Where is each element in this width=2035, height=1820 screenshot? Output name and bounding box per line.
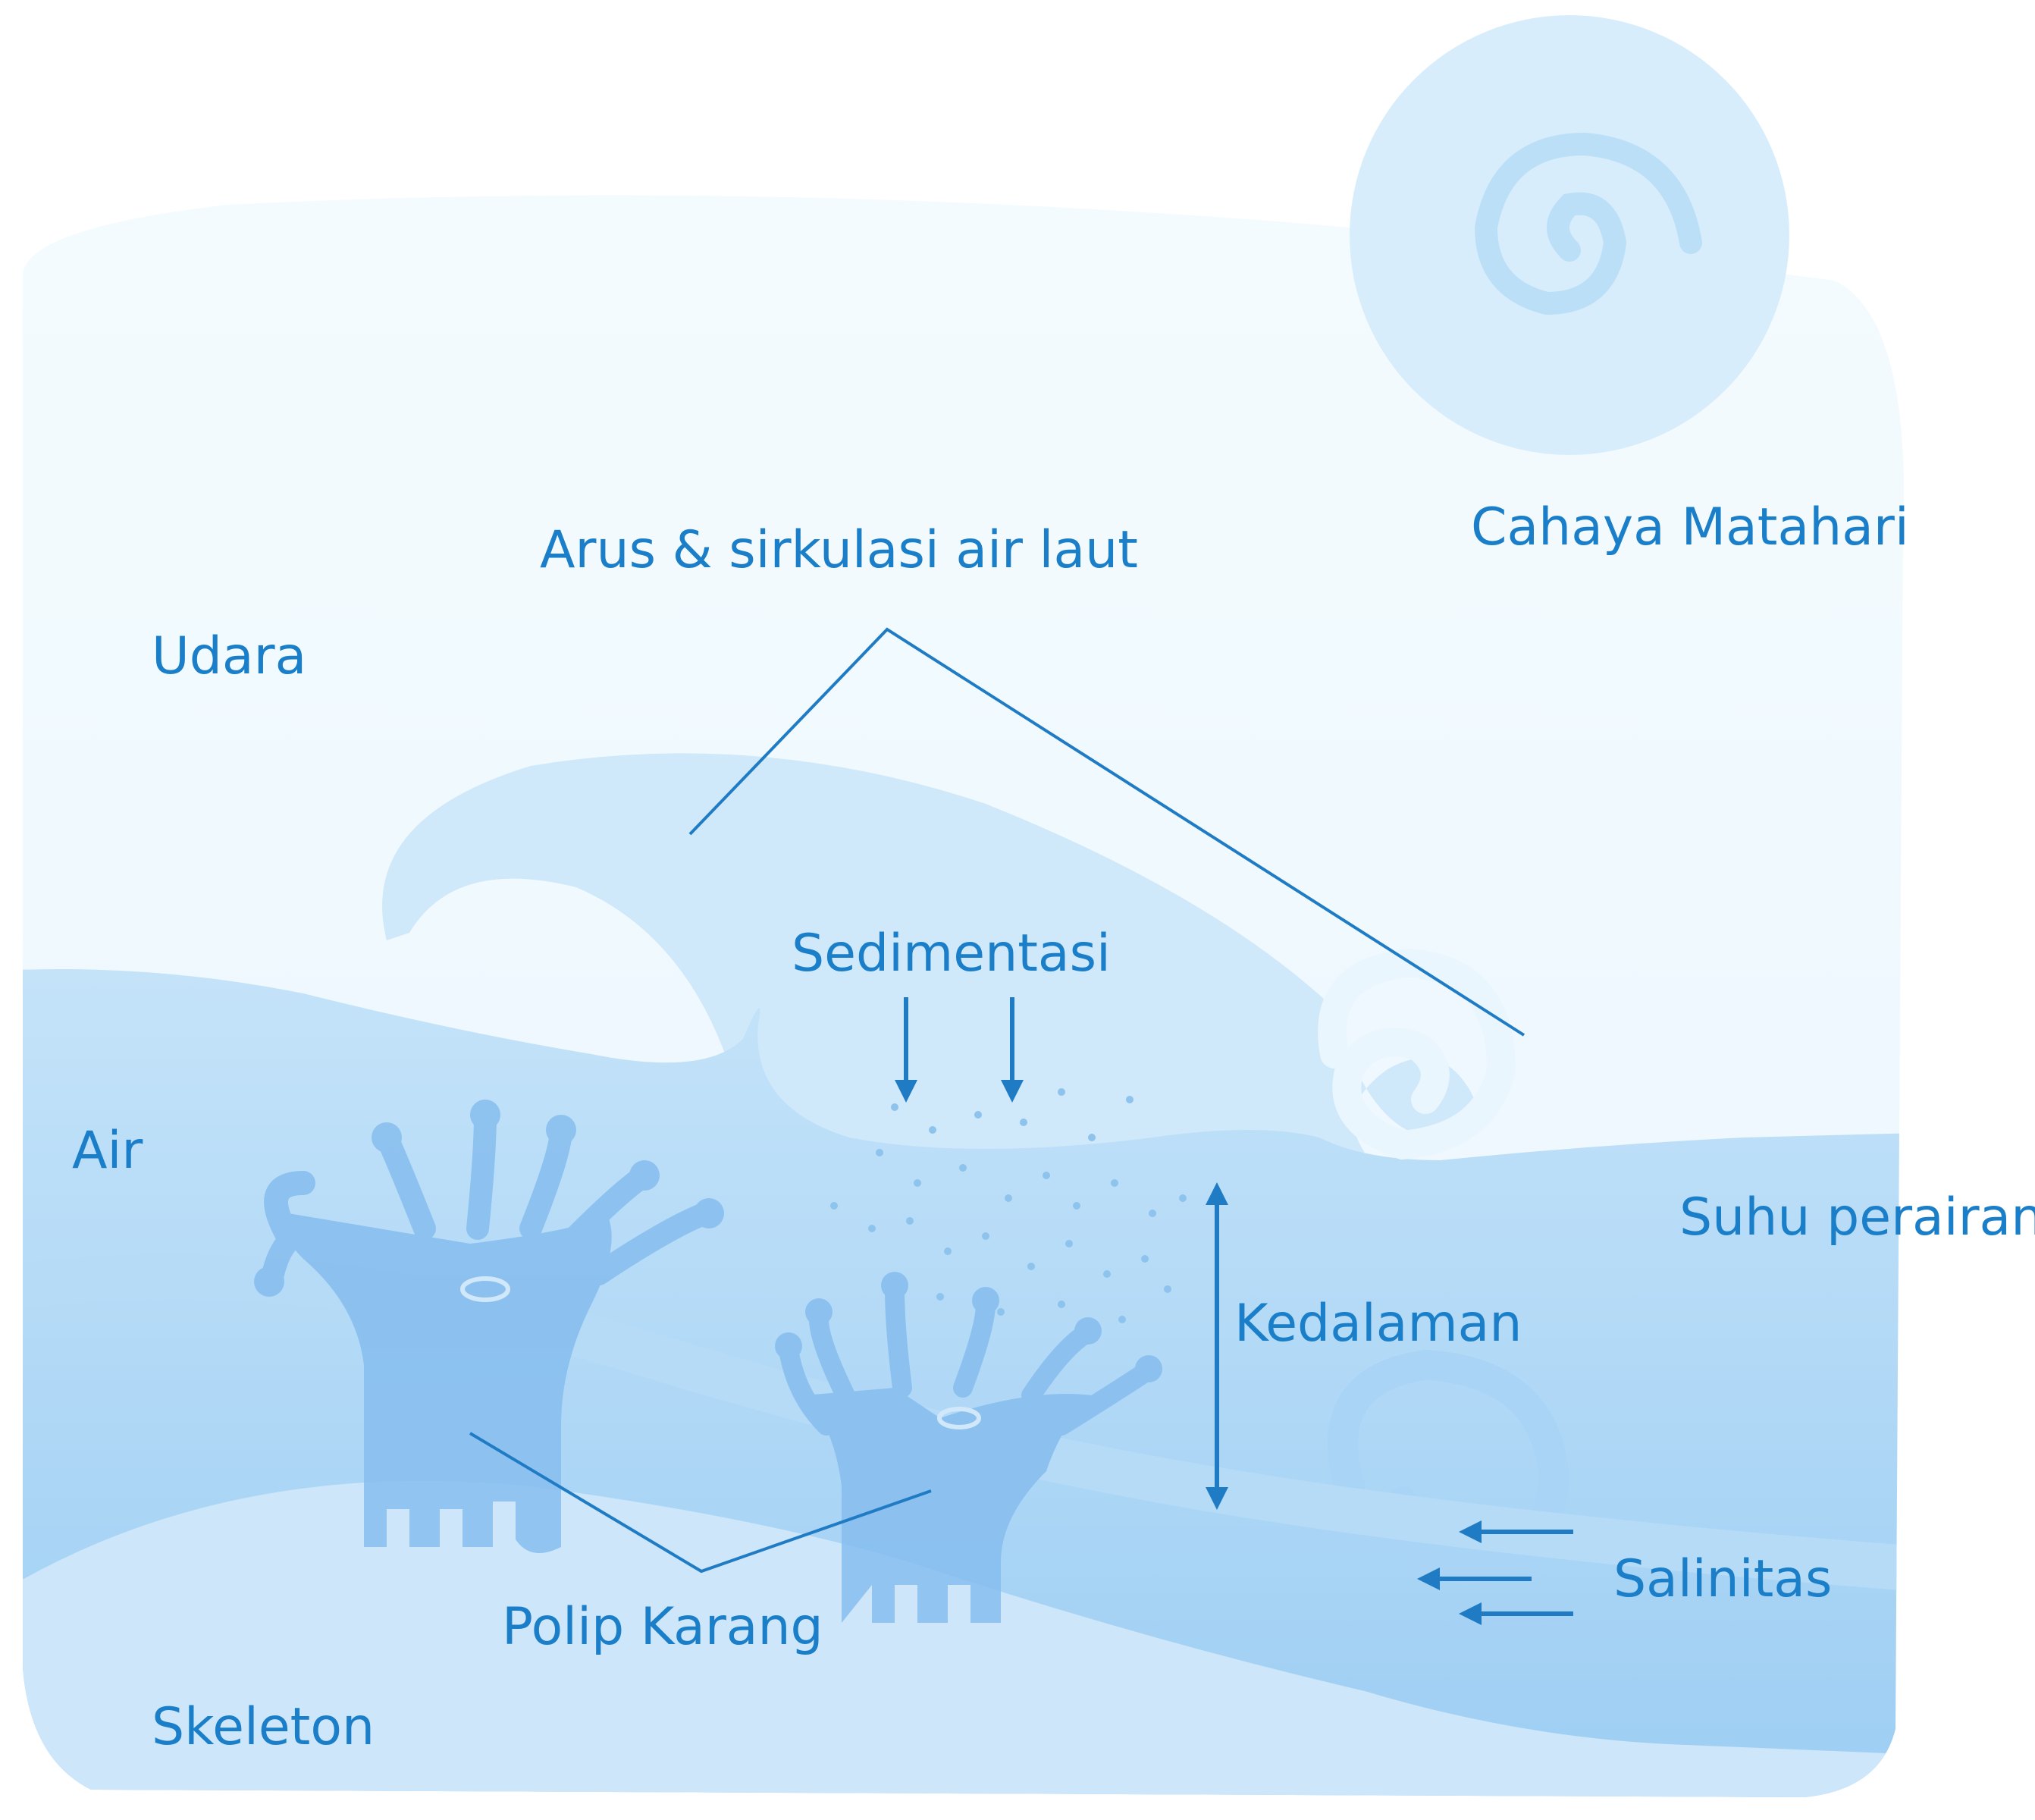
left-arrow-icon (1417, 1520, 1573, 1625)
label-kedalaman: Kedalaman (1234, 1294, 1522, 1354)
arus-leader-line (688, 627, 1525, 1037)
label-suhu: Suhu perairan (1679, 1188, 2035, 1247)
label-polip: Polip Karang (502, 1597, 823, 1657)
down-arrow-icon (895, 997, 1024, 1103)
coral-polyp-right (775, 1272, 1162, 1623)
wave-crest (382, 753, 1480, 1183)
wave-curl (1318, 948, 1516, 1160)
sediment-particles (830, 1088, 1187, 1323)
label-skeleton: Skeleton (152, 1697, 375, 1757)
label-udara: Udara (152, 626, 306, 686)
label-sedimentasi: Sedimentasi (792, 924, 1111, 984)
polip-leader-line (469, 1432, 932, 1574)
label-arus: Arus & sirkulasi air laut (540, 520, 1138, 580)
spiral-sun-icon (1350, 15, 1789, 455)
label-salinitas: Salinitas (1613, 1549, 1832, 1609)
sea-floor (23, 1480, 1904, 1797)
deep-swirl (1328, 1349, 1570, 1586)
label-cahaya: Cahaya Matahari (1471, 497, 1909, 557)
label-air: Air (72, 1121, 143, 1181)
